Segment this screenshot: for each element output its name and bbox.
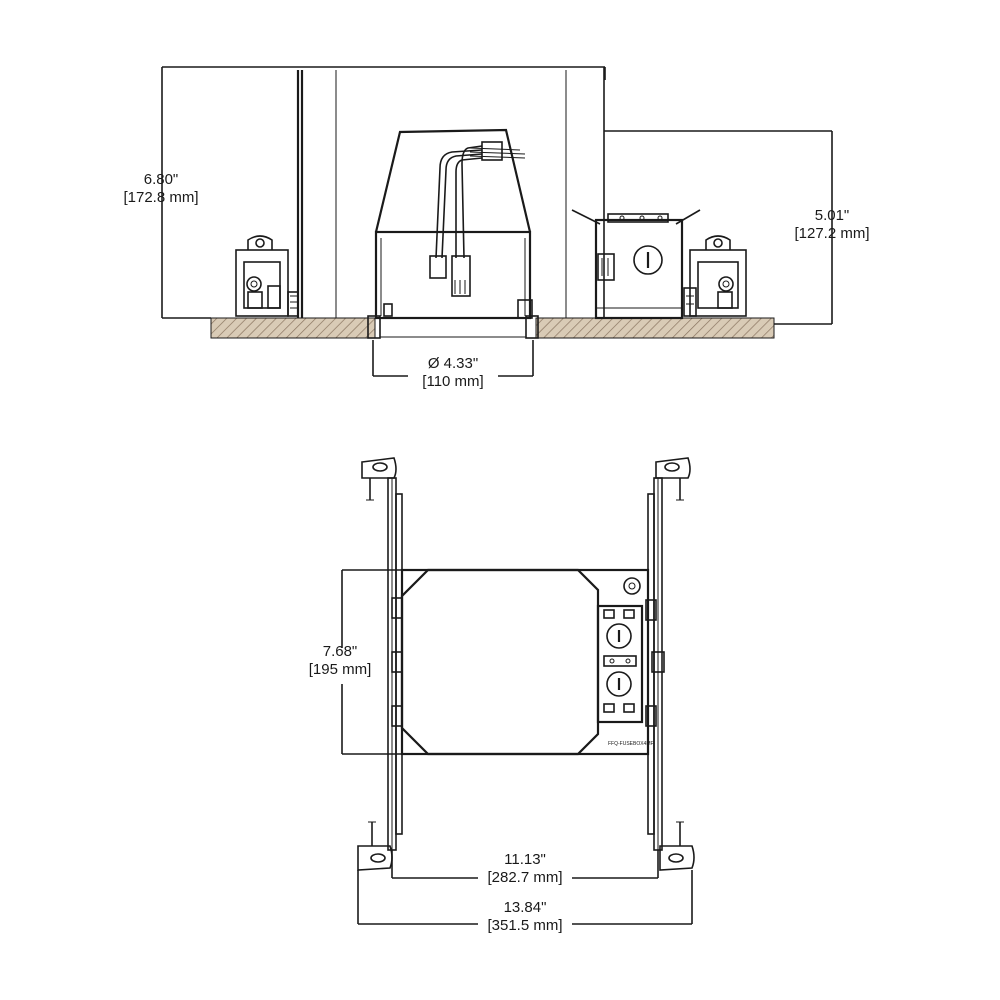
- outer-span-mm: [351.5 mm]: [487, 917, 562, 934]
- wire-harness: [429, 141, 526, 297]
- mounting-plate: [400, 568, 650, 756]
- outer-span-inches: 13.84": [504, 899, 547, 916]
- junction-box: [571, 209, 701, 320]
- right-hanger-bracket: [683, 235, 747, 317]
- aperture-dimension-lines: [372, 340, 534, 377]
- overall-height-mm: [172.8 mm]: [123, 189, 198, 206]
- junction-height-extension-lines: [604, 130, 833, 325]
- ceiling-section: [210, 317, 775, 339]
- aperture-diameter-inches: Ø 4.33": [428, 355, 478, 372]
- overall-height-inches: 6.80": [144, 171, 179, 188]
- left-hanger-bracket: [235, 70, 567, 318]
- inner-span-mm: [282.7 mm]: [487, 869, 562, 886]
- aperture-diameter-mm: [110 mm]: [422, 373, 483, 390]
- top-view: FFQ-FUSEBOX4MF 7.68" [195 mm] 11.13" [28…: [309, 457, 695, 934]
- side-view: 6.80" [172.8 mm] 5.01" [127.2 mm] Ø 4.33…: [123, 66, 870, 390]
- mounting-clip-top-left: [361, 457, 397, 501]
- depth-inches: 7.68": [323, 643, 358, 660]
- mounting-clip-bottom-right: [659, 821, 695, 871]
- junction-height-inches: 5.01": [815, 207, 850, 224]
- box-marking-text: FFQ-FUSEBOX4MF: [608, 741, 654, 747]
- junction-box-top: [596, 604, 644, 724]
- inner-span-inches: 11.13": [504, 851, 546, 868]
- mounting-clip-top-right: [655, 457, 691, 501]
- height-extension-lines: [161, 66, 606, 319]
- can-housing: [367, 128, 539, 339]
- outer-span-dimension-lines: [357, 870, 693, 925]
- mounting-clip-bottom-left: [357, 821, 393, 871]
- left-hanger-bar: [387, 477, 403, 851]
- inner-span-dimension-lines: [391, 850, 659, 879]
- depth-mm: [195 mm]: [309, 661, 372, 678]
- junction-height-mm: [127.2 mm]: [794, 225, 869, 242]
